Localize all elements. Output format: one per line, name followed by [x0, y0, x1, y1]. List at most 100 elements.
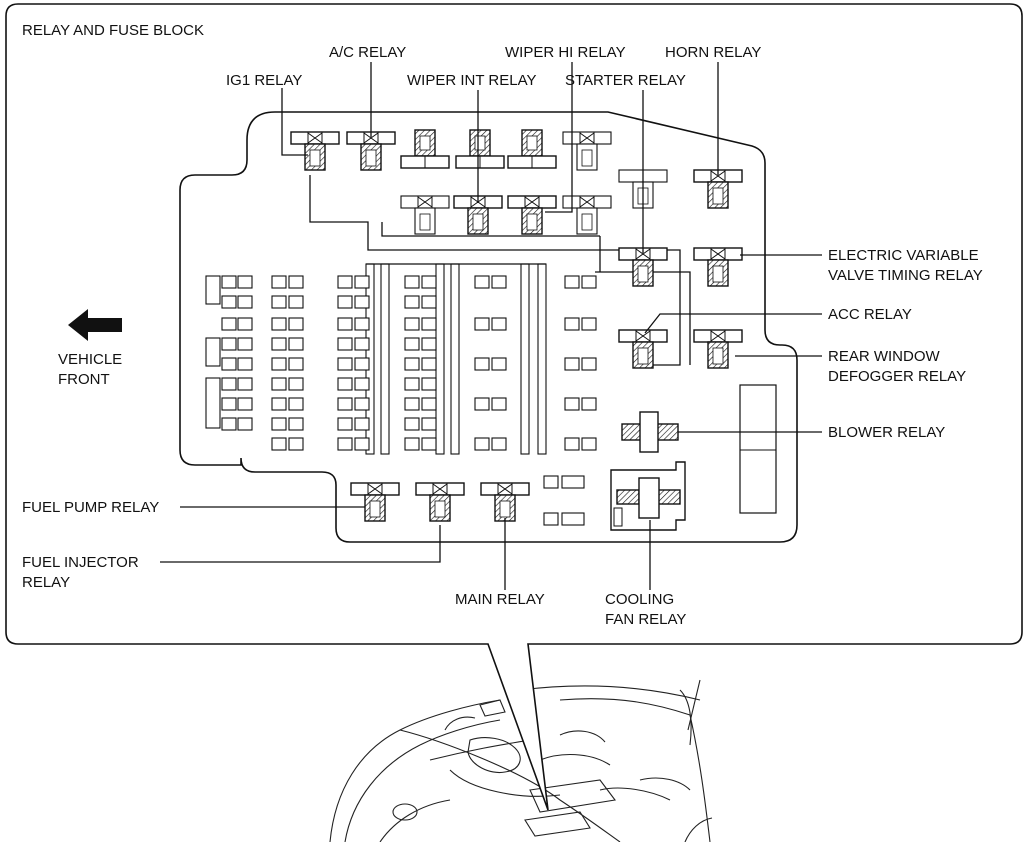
- fuse-pair-d-4: [404, 357, 437, 371]
- label-acc-relay: ACC RELAY: [828, 306, 912, 323]
- fuse-pair-f-2: [564, 357, 597, 371]
- acc-relay: [618, 329, 668, 369]
- fuse-pair-f-1: [564, 317, 597, 331]
- internal-wiring: [309, 175, 691, 366]
- fuse-pair-c-6: [337, 397, 370, 411]
- fuse-a2-6: [237, 397, 253, 411]
- fuse-pair-b-7: [271, 417, 304, 431]
- fuse-pair-c-8: [337, 437, 370, 451]
- fuel-pump-relay: [350, 482, 400, 522]
- fuse-pair-c-0: [337, 275, 370, 289]
- fuse-pair-e-0: [474, 275, 507, 289]
- component-labels: A/C RELAY WIPER HI RELAY HORN RELAY IG1 …: [22, 44, 983, 628]
- ac-relay: [346, 131, 396, 171]
- fuse-pair-b-8: [271, 437, 304, 451]
- fuse-pair-c-4: [337, 357, 370, 371]
- vehicle-engine-bay-illustration: [329, 679, 713, 842]
- fuse-pair-b-6: [271, 397, 304, 411]
- fuse-pair-d-8: [404, 437, 437, 451]
- fuse-pair-f-3: [564, 397, 597, 411]
- fuse-pair-e-1: [474, 317, 507, 331]
- bus-bars: [365, 263, 547, 455]
- spare-relay-2: [455, 129, 505, 169]
- fuse-pair-d-1: [404, 295, 437, 309]
- fuse-pair-b-4: [271, 357, 304, 371]
- fuse-a-1: [221, 295, 237, 309]
- fuel-injector-relay: [415, 482, 465, 522]
- fuse-a-6: [221, 397, 237, 411]
- fuse-pair-e-4: [474, 437, 507, 451]
- starter-relay: [618, 247, 668, 287]
- fuse-a2-0: [237, 275, 253, 289]
- label-ig1-relay: IG1 RELAY: [226, 72, 302, 89]
- label-evvt-relay-1: ELECTRIC VARIABLE: [828, 247, 979, 264]
- label-cooling-fan-1: COOLING: [605, 591, 674, 608]
- fuse-a-2: [221, 317, 237, 331]
- evvt-relay: [693, 247, 743, 287]
- fuse-pair-d-0: [404, 275, 437, 289]
- label-starter-relay: STARTER RELAY: [565, 72, 686, 89]
- fuse-pair-d-5: [404, 377, 437, 391]
- small-connectors: [543, 475, 585, 526]
- spare-relay-1: [400, 129, 450, 169]
- relay-array: [290, 129, 743, 522]
- fuse-pair-c-1: [337, 295, 370, 309]
- fuse-a2-5: [237, 377, 253, 391]
- fuse-pair-b-0: [271, 275, 304, 289]
- spare-relay-3: [507, 129, 557, 169]
- fuse-a2-7: [237, 417, 253, 431]
- fuse-block-a3: [205, 377, 221, 429]
- fuse-a2-4: [237, 357, 253, 371]
- wiper-hi-relay: [507, 195, 557, 235]
- fuse-a-3: [221, 337, 237, 351]
- large-fuse-holder: [739, 384, 777, 514]
- spare-relay-5: [400, 195, 450, 235]
- fuse-pair-c-7: [337, 417, 370, 431]
- blower-relay: [621, 411, 679, 453]
- fuse-pair-b-3: [271, 337, 304, 351]
- label-fuel-injector-2: RELAY: [22, 574, 70, 591]
- vehicle-front-label-2: FRONT: [58, 371, 110, 388]
- fuse-a2-1: [237, 295, 253, 309]
- fuse-pair-b-2: [271, 317, 304, 331]
- spare-relay-6: [562, 195, 612, 235]
- fuse-pair-d-2: [404, 317, 437, 331]
- fuse-a2-2: [237, 317, 253, 331]
- label-evvt-relay-2: VALVE TIMING RELAY: [828, 267, 983, 284]
- fuse-block-a1: [205, 275, 221, 305]
- fuse-pair-e-2: [474, 357, 507, 371]
- cooling-fan-relay-housing: [610, 461, 686, 531]
- fuse-a-0: [221, 275, 237, 289]
- fuse-pair-e-3: [474, 397, 507, 411]
- fuse-pair-b-1: [271, 295, 304, 309]
- label-wiper-int-relay: WIPER INT RELAY: [407, 72, 536, 89]
- label-rear-window-2: DEFOGGER RELAY: [828, 368, 966, 385]
- fuse-array: [205, 275, 597, 451]
- fuse-pair-c-3: [337, 337, 370, 351]
- block-title: RELAY AND FUSE BLOCK: [22, 22, 204, 39]
- fuse-block-a2: [205, 337, 221, 367]
- main-relay: [480, 482, 530, 522]
- fuse-pair-b-5: [271, 377, 304, 391]
- fuse-pair-c-5: [337, 377, 370, 391]
- vehicle-front-label-1: VEHICLE: [58, 351, 122, 368]
- fuse-a-7: [221, 417, 237, 431]
- label-wiper-hi-relay: WIPER HI RELAY: [505, 44, 626, 61]
- label-fuel-pump-relay: FUEL PUMP RELAY: [22, 499, 159, 516]
- fuse-pair-c-2: [337, 317, 370, 331]
- fuse-pair-d-6: [404, 397, 437, 411]
- fuse-a2-3: [237, 337, 253, 351]
- fuse-pair-d-3: [404, 337, 437, 351]
- vehicle-front-arrow: [68, 309, 122, 341]
- fuse-pair-f-0: [564, 275, 597, 289]
- label-cooling-fan-2: FAN RELAY: [605, 611, 686, 628]
- label-rear-window-1: REAR WINDOW: [828, 348, 941, 365]
- label-blower-relay: BLOWER RELAY: [828, 424, 945, 441]
- fuse-a-4: [221, 357, 237, 371]
- label-main-relay: MAIN RELAY: [455, 591, 545, 608]
- rear-window-defogger-relay: [693, 329, 743, 369]
- fuse-a-5: [221, 377, 237, 391]
- spare-relay-4: [562, 131, 612, 171]
- label-ac-relay: A/C RELAY: [329, 44, 406, 61]
